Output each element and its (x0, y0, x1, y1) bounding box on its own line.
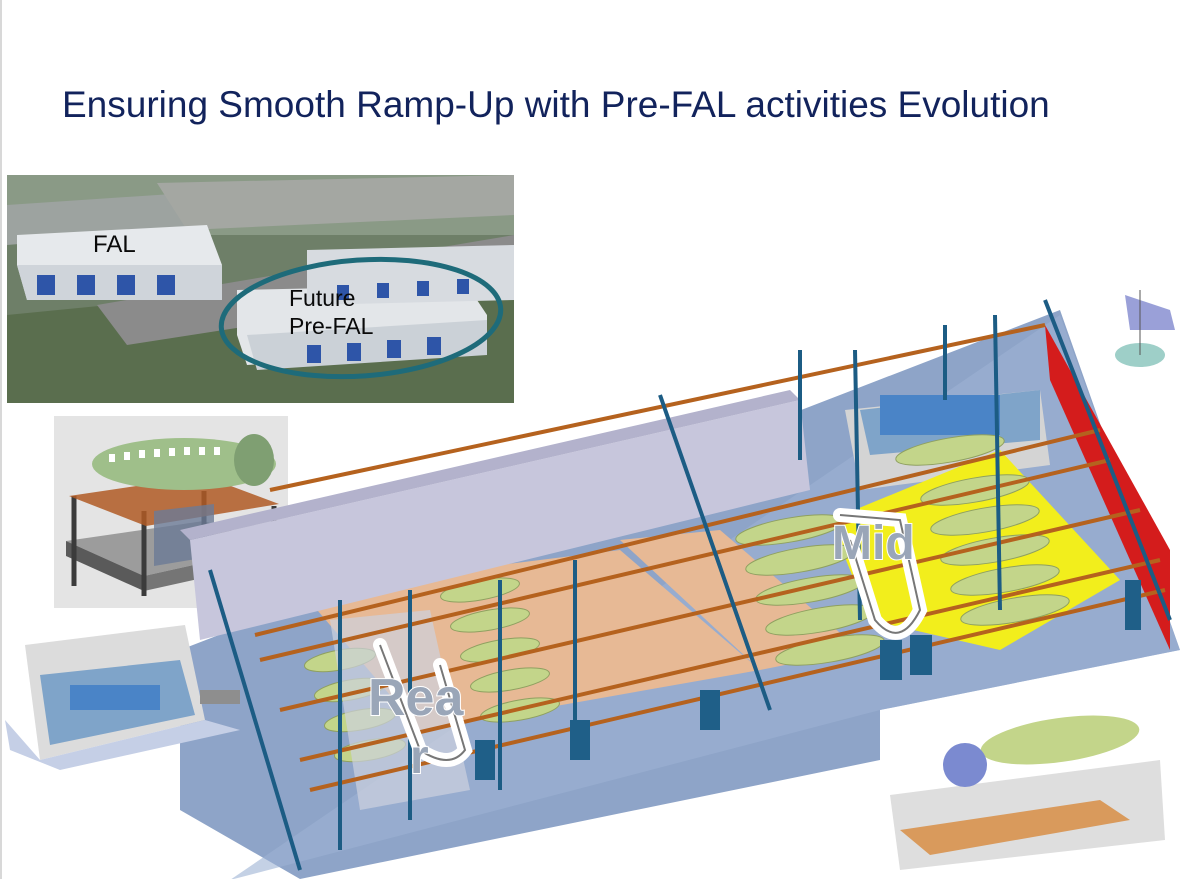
slide-edge-rule (0, 0, 2, 879)
highlight-ellipse (218, 256, 504, 380)
aerial-photo-graphic (7, 175, 514, 403)
mid-flow-label: Mid (831, 516, 916, 571)
future-prefal-label-line2: Pre-FAL (289, 313, 374, 339)
rear-flow-label: Rea (367, 668, 464, 728)
prefal-layout-graphic (5, 290, 1180, 879)
aerial-site-photo: FAL Future Pre-FAL (7, 175, 514, 403)
future-prefal-label-line1: Future (289, 285, 356, 311)
prefal-3d-layout: Rea r Mid (0, 290, 1201, 879)
fal-label: FAL (93, 231, 136, 258)
rear-flow-label-tail: r (409, 730, 430, 785)
slide-title: Ensuring Smooth Ramp-Up with Pre-FAL act… (62, 84, 1050, 125)
